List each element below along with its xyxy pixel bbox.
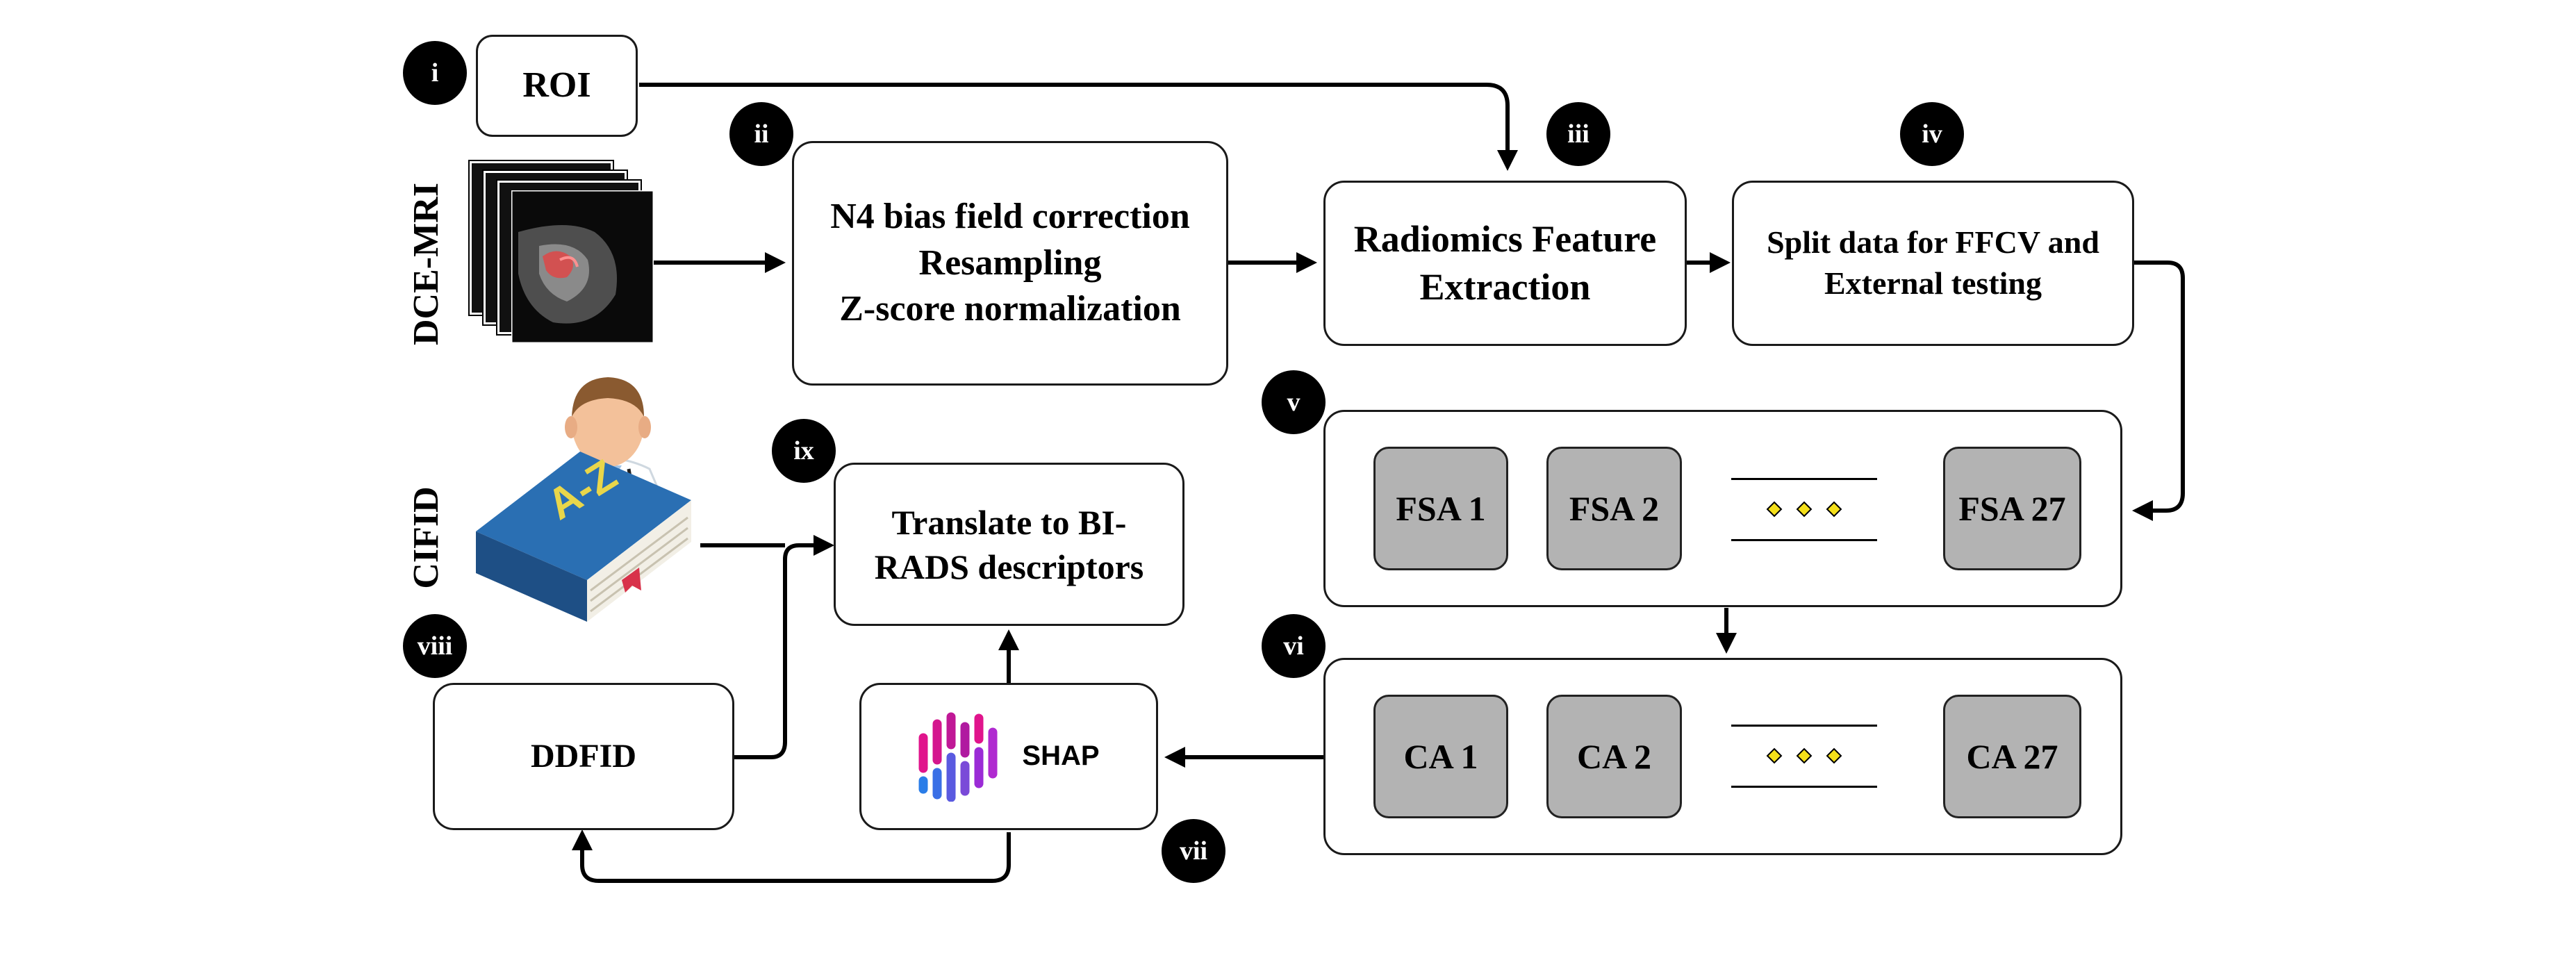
preprocess-line-2: Resampling <box>918 242 1102 283</box>
step-badge-iv: iv <box>1900 102 1964 166</box>
dce-mri-image-stack <box>470 161 654 343</box>
step-badge-vii: vii <box>1162 819 1225 883</box>
arrow-shap-to-ddfid <box>572 829 1011 883</box>
radiomics-line-2: Extraction <box>1419 266 1591 308</box>
dce-mri-label: DCE-MRI <box>406 183 446 345</box>
ca-ellipsis <box>1731 725 1877 788</box>
cifid-label: CIFID <box>406 486 446 589</box>
shap-box: SHAP <box>859 683 1158 830</box>
radiomics-box: Radiomics Feature Extraction <box>1323 181 1687 346</box>
preprocess-line-1: N4 bias field correction <box>830 197 1190 237</box>
mri-scan-icon <box>511 190 654 343</box>
fsa-box-27: FSA 27 <box>1943 447 2081 570</box>
step-badge-ii: ii <box>729 102 793 166</box>
step-badge-i: i <box>403 41 467 105</box>
book-icon: A-Z <box>476 451 691 622</box>
preprocess-line-3: Z-score normalization <box>839 289 1181 329</box>
split-line-1: Split data for FFCV and <box>1767 224 2099 261</box>
ddfid-label: DDFID <box>531 738 636 775</box>
fsa-ellipsis <box>1731 478 1877 542</box>
fsa-box-1: FSA 1 <box>1373 447 1508 570</box>
translate-line-1: Translate to BI- <box>891 502 1127 542</box>
split-line-2: External testing <box>1824 265 2042 301</box>
translate-birads-box: Translate to BI- RADS descriptors <box>834 463 1184 626</box>
ca-box-2: CA 2 <box>1546 695 1682 818</box>
arrow-roi-to-radiomics <box>639 83 1518 171</box>
shap-label: SHAP <box>1022 741 1100 772</box>
arrow-ddfid-to-translate <box>734 535 834 759</box>
translate-line-2: RADS descriptors <box>874 547 1144 586</box>
shap-logo-icon <box>918 712 998 802</box>
split-data-box: Split data for FFCV and External testing <box>1732 181 2134 346</box>
radiomics-line-1: Radiomics Feature <box>1353 217 1657 260</box>
roi-box: ROI <box>476 35 638 137</box>
step-badge-vi: vi <box>1262 614 1326 678</box>
doctor-book-illustration: A-Z <box>476 377 691 622</box>
fsa-box-2: FSA 2 <box>1546 447 1682 570</box>
step-badge-v: v <box>1262 370 1326 434</box>
ddfid-box: DDFID <box>433 683 734 830</box>
ca-box-1: CA 1 <box>1373 695 1508 818</box>
step-badge-iii: iii <box>1546 102 1610 166</box>
preprocessing-box: N4 bias field correction Resampling Z-sc… <box>792 141 1228 386</box>
ca-box-27: CA 27 <box>1943 695 2081 818</box>
arrow-split-to-fsa <box>2132 261 2185 521</box>
step-badge-ix: ix <box>772 419 836 483</box>
step-badge-viii: viii <box>403 614 467 678</box>
roi-label: ROI <box>522 65 591 106</box>
